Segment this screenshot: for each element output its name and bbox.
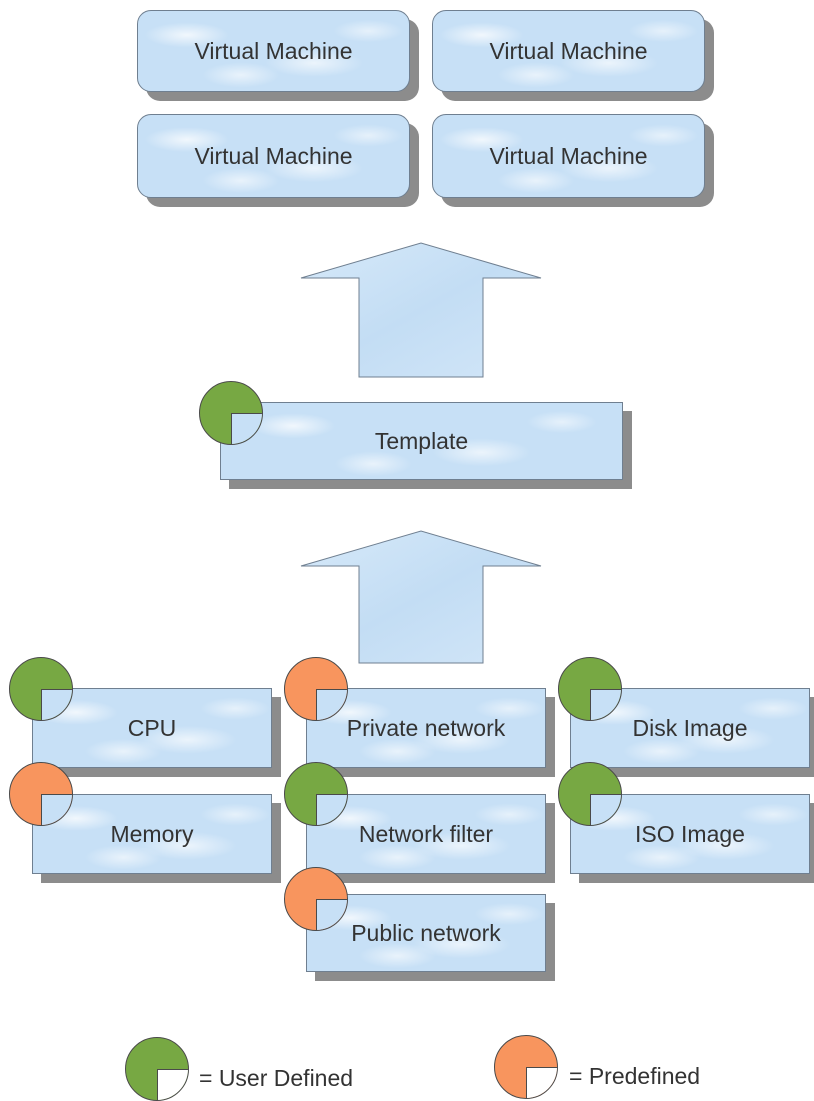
predefined-marker-icon <box>284 867 348 931</box>
predefined-marker-icon <box>9 762 73 826</box>
template-label: Template <box>374 427 469 454</box>
iso-image-label: ISO Image <box>635 820 745 847</box>
predefined-marker-icon <box>284 657 348 721</box>
memory-label: Memory <box>110 820 194 847</box>
virtual-machine-label: Virtual Machine <box>194 142 353 169</box>
legend-predefined-icon <box>494 1035 558 1099</box>
virtual-machine-4: Virtual Machine <box>432 114 705 198</box>
marker-cutout <box>316 899 347 930</box>
virtual-machine-label: Virtual Machine <box>489 142 648 169</box>
private-network-label: Private network <box>346 714 506 741</box>
user-defined-marker-icon <box>9 657 73 721</box>
cpu-box: CPU <box>32 688 272 768</box>
marker-cutout <box>41 689 72 720</box>
virtual-machine-1: Virtual Machine <box>137 10 410 92</box>
virtual-machine-2: Virtual Machine <box>432 10 705 92</box>
legend-predefined-label: = Predefined <box>569 1063 701 1089</box>
lower-arrow <box>300 530 542 664</box>
marker-cutout <box>316 794 347 825</box>
template-box: Template <box>220 402 623 480</box>
iso-image-box: ISO Image <box>570 794 810 874</box>
marker-cutout <box>231 413 262 444</box>
cpu-label: CPU <box>127 714 177 741</box>
legend-user-defined-label: = User Defined <box>199 1065 354 1091</box>
marker-cutout <box>316 689 347 720</box>
disk-image-label: Disk Image <box>632 714 748 741</box>
public-network-label: Public network <box>351 919 501 946</box>
virtual-machine-label: Virtual Machine <box>489 37 648 64</box>
user-defined-marker-icon <box>558 657 622 721</box>
marker-cutout <box>590 794 621 825</box>
user-defined-marker-icon <box>199 381 263 445</box>
virtual-machine-3: Virtual Machine <box>137 114 410 198</box>
virtual-machine-label: Virtual Machine <box>194 37 353 64</box>
legend-user-defined-icon <box>125 1037 189 1101</box>
marker-cutout <box>590 689 621 720</box>
upper-arrow <box>300 242 542 378</box>
marker-cutout <box>526 1067 557 1098</box>
memory-box: Memory <box>32 794 272 874</box>
user-defined-marker-icon <box>558 762 622 826</box>
user-defined-marker-icon <box>284 762 348 826</box>
marker-cutout <box>157 1069 188 1100</box>
marker-cutout <box>41 794 72 825</box>
network-filter-label: Network filter <box>358 820 494 847</box>
